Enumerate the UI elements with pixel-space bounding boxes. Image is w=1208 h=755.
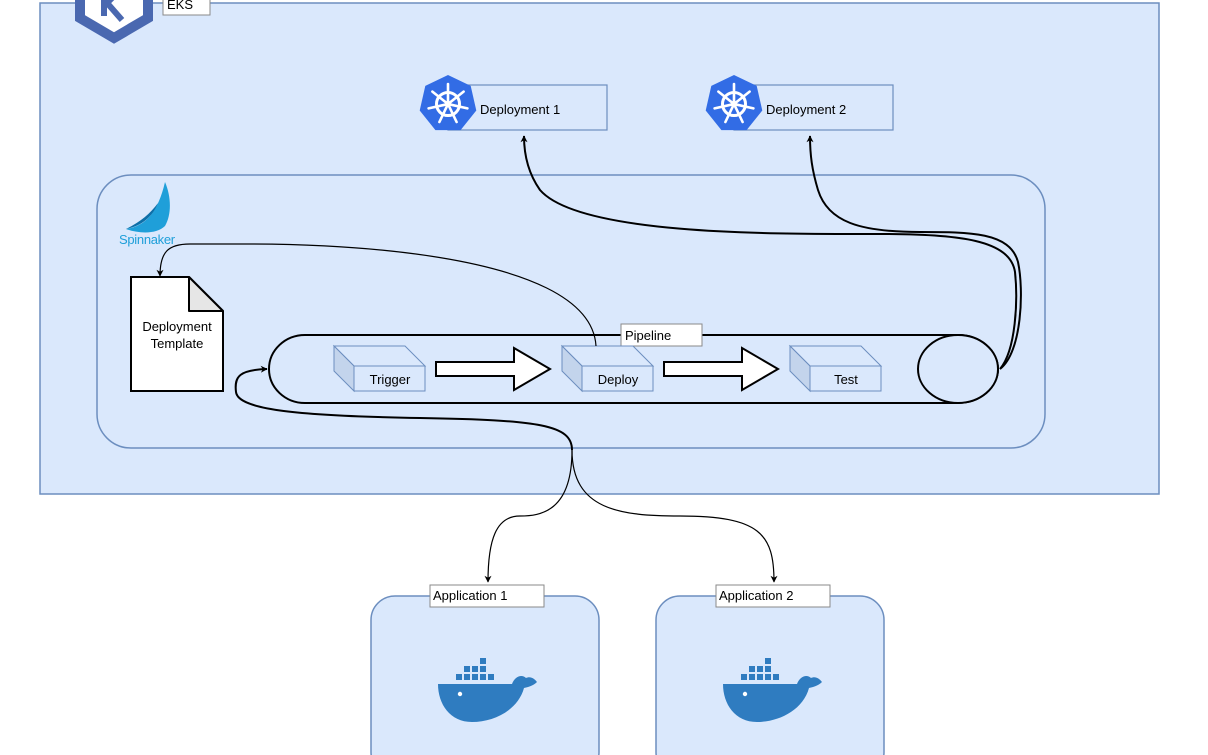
eks-label: EKS <box>167 0 193 12</box>
template-label-line2: Template <box>151 336 204 351</box>
deploy-to-test-arrow <box>663 346 780 392</box>
pipeline-label-box: Pipeline <box>620 323 703 347</box>
eks-logo-icon <box>75 0 153 44</box>
deployment-1-label: Deployment 1 <box>480 102 560 117</box>
spinnaker-logo-text: Spinnaker <box>119 232 176 247</box>
deployment-2-label: Deployment 2 <box>766 102 846 117</box>
application-2-container[interactable] <box>655 595 885 755</box>
deployment-1-node[interactable]: Deployment 1 <box>418 73 608 132</box>
eks-label-box: EKS <box>162 0 211 16</box>
pipeline-to-deployment-2-connector <box>806 135 1022 370</box>
trigger-stage[interactable]: Trigger <box>332 344 427 393</box>
deployment-2-node[interactable]: Deployment 2 <box>704 73 894 132</box>
deploy-stage[interactable]: Deploy <box>560 344 655 393</box>
test-stage-label: Test <box>834 372 858 387</box>
test-stage[interactable]: Test <box>788 344 883 393</box>
hub-to-application-1-connector <box>484 449 573 583</box>
pipeline-label: Pipeline <box>625 328 671 343</box>
application-1-container[interactable] <box>370 595 600 755</box>
applications-to-pipeline-connector <box>234 365 573 451</box>
deploy-stage-label: Deploy <box>598 372 639 387</box>
pipeline-to-deployment-1-connector <box>520 135 1018 370</box>
spinnaker-logo-icon: Spinnaker <box>119 182 176 247</box>
deploy-to-template-connector <box>156 243 597 347</box>
deployment-template-document[interactable]: Deployment Template <box>130 276 224 392</box>
hub-to-application-2-connector <box>571 449 778 583</box>
trigger-to-deploy-arrow <box>435 346 552 392</box>
application-2-label-box: Application 2 <box>715 584 831 608</box>
trigger-stage-label: Trigger <box>370 372 411 387</box>
spinnaker-container <box>96 174 1046 449</box>
application-1-label: Application 1 <box>433 588 507 603</box>
application-1-label-box: Application 1 <box>429 584 545 608</box>
application-2-label: Application 2 <box>719 588 793 603</box>
template-label-line1: Deployment <box>142 319 212 334</box>
